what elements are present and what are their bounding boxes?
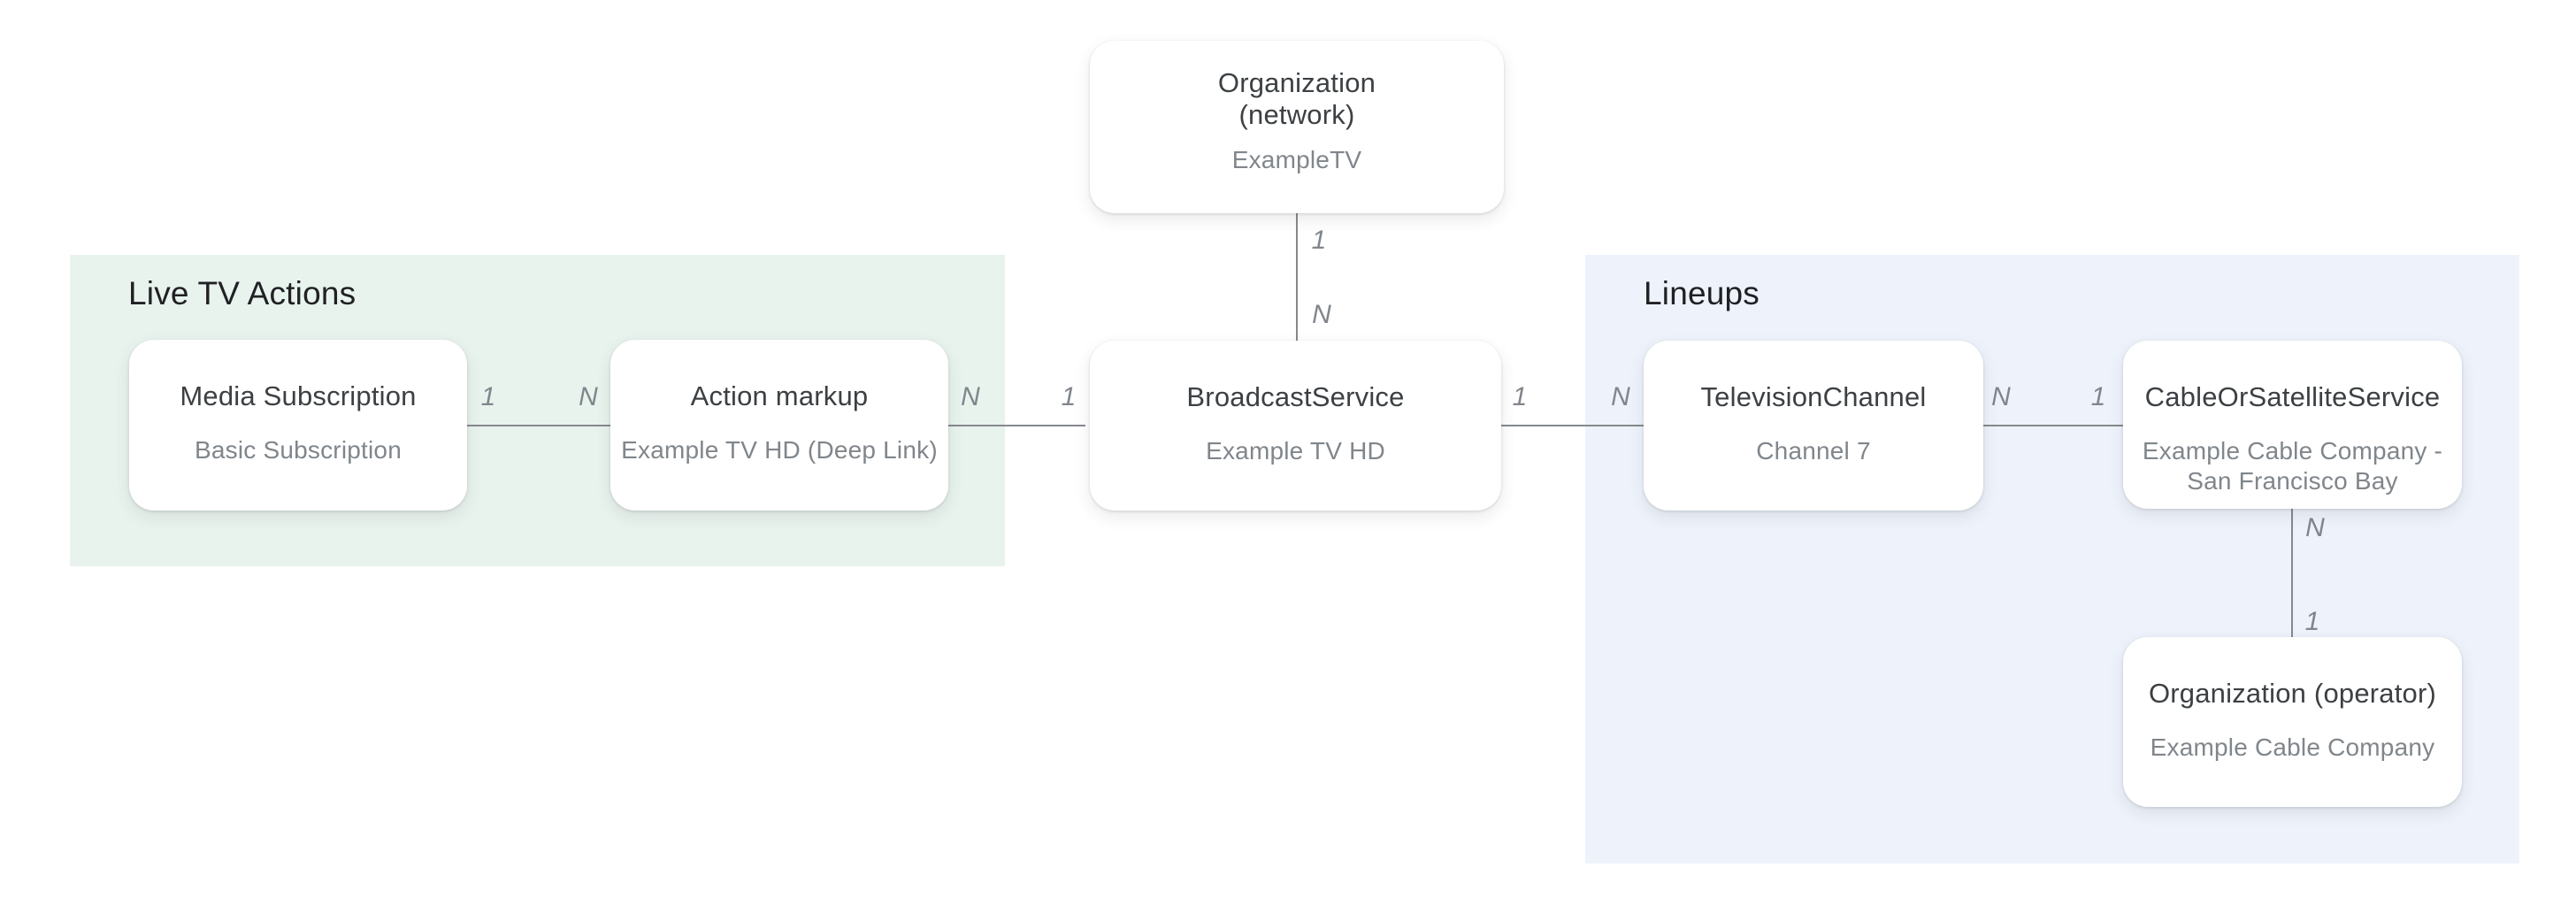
edge-channel-to-cable-label-to: 1 bbox=[2090, 382, 2106, 411]
node-television-channel: TelevisionChannel Channel 7 bbox=[1644, 341, 1983, 511]
node-action-markup: Action markup Example TV HD (Deep Link) bbox=[610, 340, 948, 511]
node-subtitle: Example TV HD (Deep Link) bbox=[621, 436, 938, 464]
edge-broadcast-to-channel-label-to: N bbox=[1611, 382, 1630, 411]
edge-channel-to-cable-line bbox=[1983, 425, 2123, 426]
edge-cable-to-operator-label-to: 1 bbox=[2304, 607, 2320, 636]
node-organization-network: Organization (network) ExampleTV bbox=[1090, 41, 1504, 213]
edge-subscription-to-markup-label-from: 1 bbox=[480, 382, 496, 411]
node-title: TelevisionChannel bbox=[1700, 381, 1927, 412]
edge-subscription-to-markup-label-to: N bbox=[579, 382, 598, 411]
edge-network-to-broadcast-line bbox=[1296, 213, 1298, 342]
node-cable-or-satellite-service: CableOrSatelliteService Example Cable Co… bbox=[2123, 341, 2462, 509]
node-title: CableOrSatelliteService bbox=[2144, 381, 2441, 412]
region-live-tv-actions-title: Live TV Actions bbox=[128, 275, 356, 311]
node-broadcast-service: BroadcastService Example TV HD bbox=[1090, 341, 1501, 511]
node-subtitle: Basic Subscription bbox=[195, 436, 402, 464]
node-media-subscription: Media Subscription Basic Subscription bbox=[129, 340, 467, 511]
edge-broadcast-to-channel-line bbox=[1501, 425, 1644, 426]
node-title: BroadcastService bbox=[1186, 381, 1405, 412]
edge-cable-to-operator-label-from: N bbox=[2305, 513, 2325, 542]
node-subtitle: Example Cable Company - San Francisco Ba… bbox=[2142, 437, 2443, 495]
edge-broadcast-to-channel-label-from: 1 bbox=[1512, 382, 1528, 411]
node-subtitle: Example Cable Company bbox=[2150, 733, 2435, 761]
node-title: Organization (network) bbox=[1217, 67, 1376, 130]
edge-channel-to-cable-label-from: N bbox=[1991, 382, 2011, 411]
edge-cable-to-operator-line bbox=[2291, 507, 2293, 637]
region-lineups-title: Lineups bbox=[1644, 275, 1760, 311]
edge-markup-to-broadcast-label-to: 1 bbox=[1061, 382, 1077, 411]
node-organization-operator: Organization (operator) Example Cable Co… bbox=[2123, 637, 2462, 807]
edge-network-to-broadcast-label-to: N bbox=[1312, 300, 1331, 329]
node-title: Action markup bbox=[690, 380, 869, 411]
node-title: Media Subscription bbox=[180, 380, 417, 411]
node-subtitle: Example TV HD bbox=[1206, 437, 1385, 465]
edge-network-to-broadcast-label-from: 1 bbox=[1311, 226, 1327, 255]
node-subtitle: Channel 7 bbox=[1756, 437, 1871, 465]
edge-markup-to-broadcast-line bbox=[948, 425, 1085, 426]
edge-subscription-to-markup-line bbox=[467, 425, 610, 426]
edge-markup-to-broadcast-label-from: N bbox=[961, 382, 980, 411]
node-subtitle: ExampleTV bbox=[1231, 146, 1362, 173]
node-title: Organization (operator) bbox=[2148, 678, 2437, 709]
